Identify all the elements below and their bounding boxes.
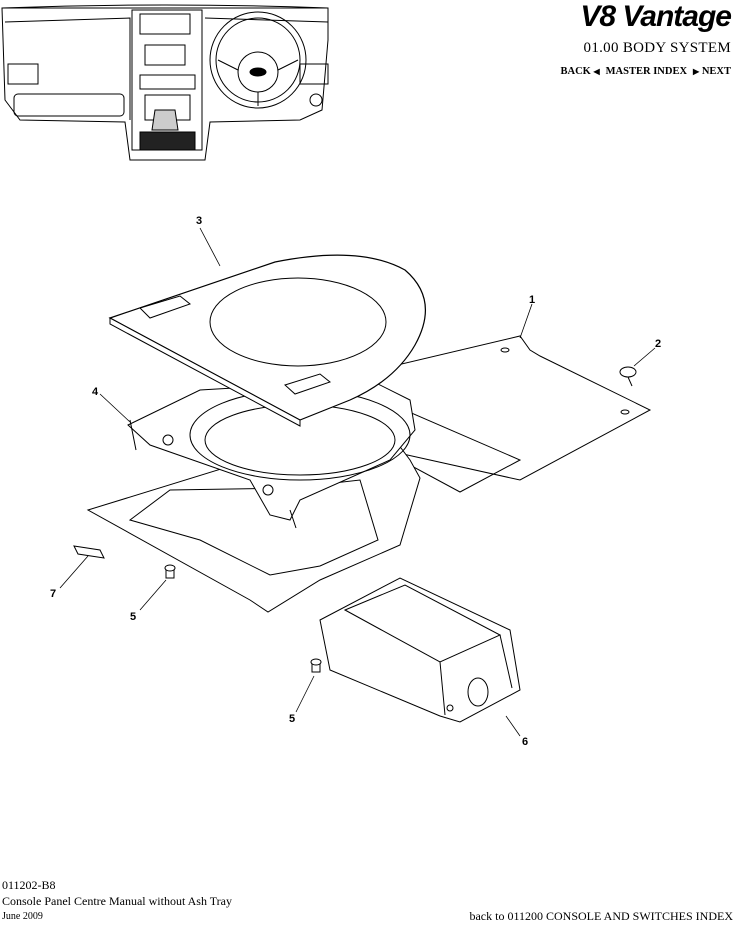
part-2-screw [619, 366, 637, 387]
part-6-cupholder [319, 577, 521, 723]
callout-3: 3 [196, 215, 202, 227]
part-3-bezel [108, 254, 426, 427]
document-date: June 2009 [2, 911, 43, 922]
callout-6: 6 [522, 736, 528, 748]
back-link[interactable]: BACK ◀ [560, 66, 600, 77]
next-link[interactable]: ▶ NEXT [693, 66, 731, 77]
callout-5b: 5 [289, 713, 295, 725]
document-code: 011202-B8 [2, 878, 56, 892]
callout-4: 4 [92, 386, 99, 398]
callout-7: 7 [50, 588, 56, 600]
part-5-fasteners [164, 564, 322, 673]
exploded-parts-diagram: 3 1 2 4 7 5 5 6 [50, 215, 661, 748]
master-index-link[interactable]: MASTER INDEX [605, 66, 688, 77]
nav-bar: BACK ◀ MASTER INDEX ▶ NEXT [561, 66, 731, 77]
back-to-index-link[interactable]: back to 011200 CONSOLE AND SWITCHES INDE… [469, 909, 733, 923]
vantage-logo: V8 Vantage [580, 0, 732, 33]
callout-2: 2 [655, 338, 661, 350]
callout-1: 1 [529, 294, 535, 306]
triangle-left-icon: ◀ [593, 67, 600, 76]
triangle-right-icon: ▶ [693, 67, 700, 76]
callout-5a: 5 [130, 611, 136, 623]
dashboard-locator-thumbnail [1, 4, 329, 161]
part-7-pad [73, 545, 105, 559]
document-title: Console Panel Centre Manual without Ash … [2, 894, 232, 908]
leader-lines [59, 227, 656, 737]
section-title: 01.00 BODY SYSTEM [583, 40, 731, 56]
